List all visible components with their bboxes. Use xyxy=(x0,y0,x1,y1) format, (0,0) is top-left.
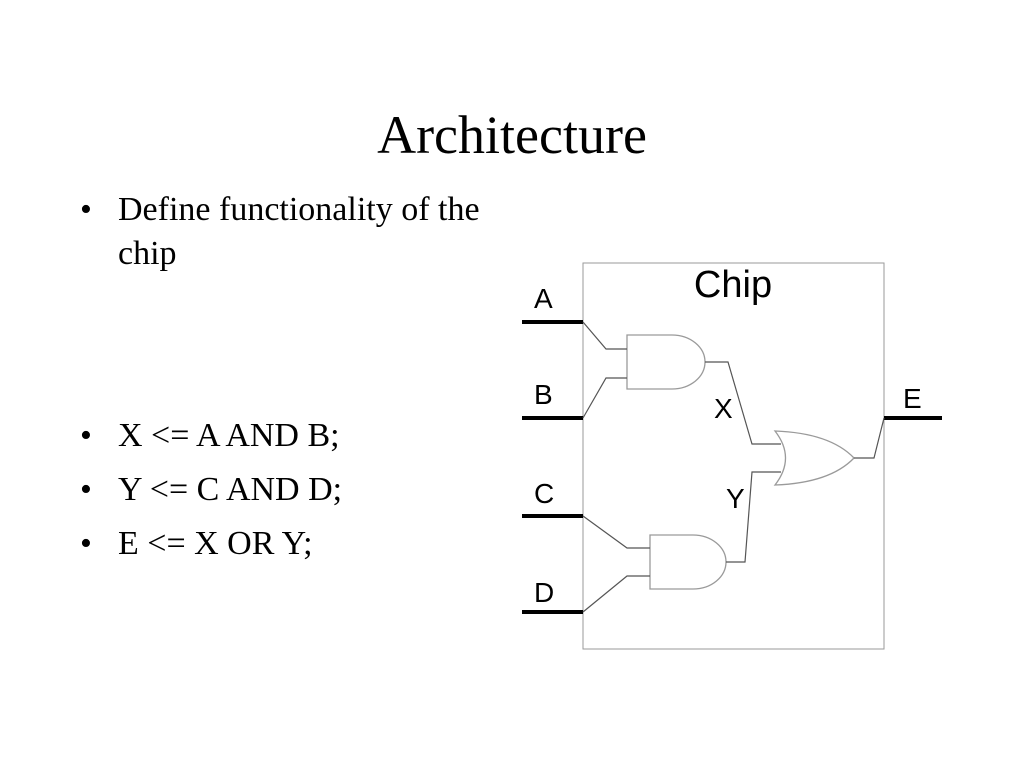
input-label-b: B xyxy=(534,379,553,410)
input-label-d: D xyxy=(534,577,554,608)
bullet-text: Y <= C AND D; xyxy=(118,471,343,508)
input-label-a: A xyxy=(534,283,553,314)
bullet-text: X <= A AND B; xyxy=(118,417,340,454)
bullet-marker: • xyxy=(80,471,92,508)
bullet-marker: • xyxy=(80,191,92,228)
and-gate-y xyxy=(649,534,727,590)
bullet-text: Define functionality of the chip xyxy=(118,191,480,272)
wires xyxy=(582,321,885,613)
output-label-e: E xyxy=(903,383,922,414)
signal-label-y: Y xyxy=(726,483,745,514)
input-label-c: C xyxy=(534,478,554,509)
bullet-marker: • xyxy=(80,525,92,562)
bullet-marker: • xyxy=(80,417,92,454)
bullet-text: E <= X OR Y; xyxy=(118,525,313,562)
and-gate-x xyxy=(626,334,706,390)
slide-title: Architecture xyxy=(377,105,647,165)
chip-label: Chip xyxy=(694,264,772,306)
signal-label-x: X xyxy=(714,393,733,424)
or-gate-e xyxy=(773,430,855,486)
chip-boundary xyxy=(582,262,885,650)
